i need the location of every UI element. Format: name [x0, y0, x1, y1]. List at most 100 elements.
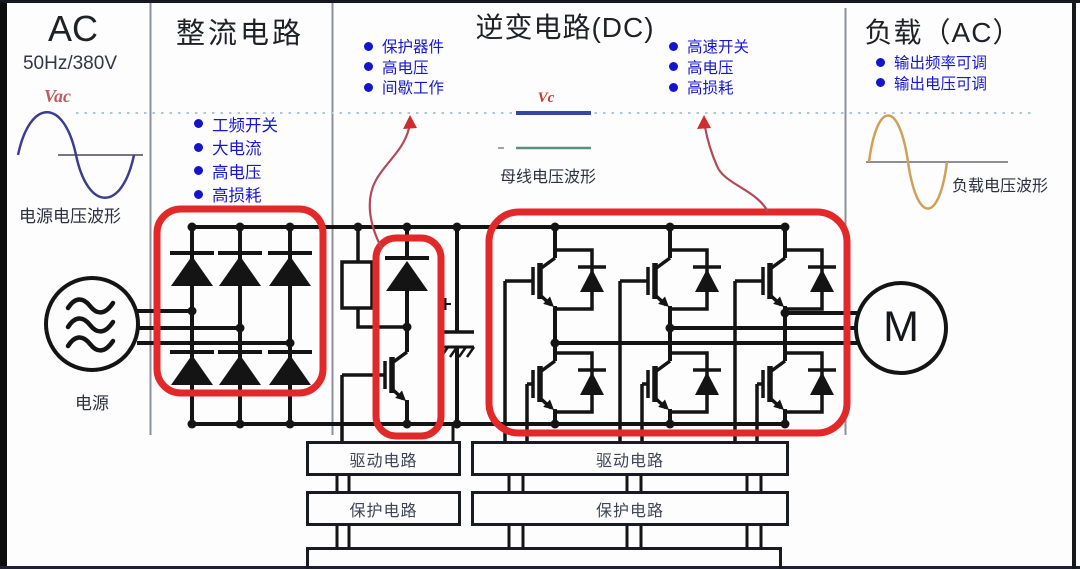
red-highlights — [153, 205, 851, 440]
igbt-icon — [763, 258, 785, 307]
inverter-right-bullet-list: 高速开关 高电压 高损耗 — [669, 36, 749, 98]
bullet-dot-icon — [876, 57, 885, 67]
igbt-icon — [763, 361, 785, 410]
bullet-label: 输出电压可调 — [894, 75, 988, 93]
list-item: 高电压 — [364, 57, 444, 78]
bullet-label: 高电压 — [212, 163, 262, 182]
dc-capacitor — [439, 227, 476, 424]
ac-source-symbol — [44, 276, 140, 372]
list-item: 工频开关 — [194, 112, 278, 136]
bullet-label: 高电压 — [687, 59, 734, 77]
bus-waveform-caption: 母线电压波形 — [499, 169, 596, 186]
annotation-arrows — [368, 115, 769, 250]
freewheel-diode-icon — [668, 351, 723, 414]
igbt-icon — [533, 361, 555, 410]
vac-label: Vac — [44, 86, 71, 106]
power-circuit — [44, 222, 948, 547]
drive-protect-connectors — [335, 424, 763, 547]
igbt-icon — [385, 352, 407, 401]
igbt-icon — [648, 361, 670, 410]
list-item: 高损耗 — [669, 77, 749, 98]
control-circuit-box-cropped — [306, 547, 782, 569]
box-label: 驱动电路 — [595, 452, 664, 470]
bullet-label: 高损耗 — [212, 187, 262, 206]
load-voltage-waveform-plot — [866, 114, 1008, 210]
igbt-icon — [533, 258, 555, 307]
freewheel-diode-icon — [553, 248, 608, 311]
inverter-leg-2 — [618, 227, 723, 442]
box-label: 驱动电路 — [349, 452, 418, 470]
freewheel-diode-icon — [783, 248, 838, 311]
section-title-inverter: 逆变电路(DC) — [475, 12, 655, 43]
bullet-label: 输出频率可调 — [894, 55, 988, 73]
wave-icon — [65, 297, 116, 353]
freewheel-diode-icon — [668, 248, 723, 311]
bullet-dot-icon — [669, 62, 678, 72]
diode-icon — [216, 251, 264, 288]
diode-icon — [266, 350, 314, 387]
list-item: 高损耗 — [194, 183, 278, 207]
protect-circuit-box-right: 保护电路 — [471, 491, 789, 526]
list-item: 输出频率可调 — [876, 52, 987, 73]
bullet-label: 高损耗 — [687, 80, 734, 98]
source-label: 电源 — [75, 394, 109, 413]
list-item: 大电流 — [194, 136, 278, 160]
motor-output-lines — [555, 311, 857, 345]
freewheel-diode-icon — [553, 351, 608, 414]
list-item: 高电压 — [669, 57, 749, 78]
junction-dots — [187, 222, 790, 429]
list-item: 高电压 — [194, 159, 278, 183]
bullet-label: 保护器件 — [382, 39, 445, 57]
bullet-label: 大电流 — [212, 140, 262, 159]
bullet-label: 高电压 — [382, 59, 429, 77]
highlight-rectifier — [153, 205, 327, 397]
bus-voltage-waveform-plot — [498, 111, 591, 150]
section-title-ac: AC — [47, 8, 98, 49]
arrow-left-icon — [368, 115, 417, 250]
bullet-dot-icon — [669, 82, 678, 92]
bullet-dot-icon — [194, 166, 203, 176]
drive-circuit-box-right: 驱动电路 — [471, 441, 789, 476]
inverter-leg-1 — [503, 227, 608, 442]
diode-icon — [266, 251, 314, 288]
drive-circuit-box-left: 驱动电路 — [306, 441, 461, 476]
inverter-bridge — [503, 227, 838, 442]
arrow-right-icon — [697, 115, 769, 213]
source-voltage-waveform-plot — [16, 111, 143, 199]
highlight-chopper — [372, 234, 445, 440]
diode-icon — [168, 350, 216, 387]
brake-chopper — [340, 227, 431, 442]
diode-icon — [383, 256, 431, 293]
vc-label: Vc — [537, 90, 555, 106]
section-title-load: 负载（AC） — [864, 17, 1022, 48]
list-item: 输出电压可调 — [876, 73, 987, 94]
load-bullet-list: 输出频率可调 输出电压可调 — [876, 52, 987, 93]
motor-label: M — [883, 303, 919, 351]
box-label: 保护电路 — [595, 502, 664, 520]
rectifier-bullet-list: 工频开关 大电流 高电压 高损耗 — [194, 112, 278, 206]
list-item: 保护器件 — [364, 36, 444, 57]
load-waveform-caption: 负载电压波形 — [952, 178, 1049, 195]
bullet-dot-icon — [194, 142, 203, 152]
igbt-icon — [648, 258, 670, 307]
list-item: 间歇工作 — [364, 77, 444, 98]
inverter-leg-3 — [733, 227, 838, 442]
bullet-dot-icon — [194, 189, 203, 199]
section-title-rectifier: 整流电路 — [175, 18, 304, 50]
highlight-inverter — [485, 208, 851, 437]
bullet-label: 高速开关 — [687, 39, 750, 57]
protect-circuit-box-left: 保护电路 — [306, 491, 461, 526]
list-item: 高速开关 — [669, 36, 749, 57]
bullet-label: 间歇工作 — [382, 80, 445, 98]
bullet-dot-icon — [364, 41, 373, 51]
bullet-label: 工频开关 — [212, 116, 278, 135]
bullet-dot-icon — [876, 78, 885, 88]
source-waveform-caption: 电源电压波形 — [19, 207, 121, 226]
box-label: 保护电路 — [349, 502, 418, 520]
ac-subtitle: 50Hz/380V — [22, 53, 117, 74]
bullet-dot-icon — [194, 119, 203, 129]
brake-resistor — [340, 227, 407, 329]
